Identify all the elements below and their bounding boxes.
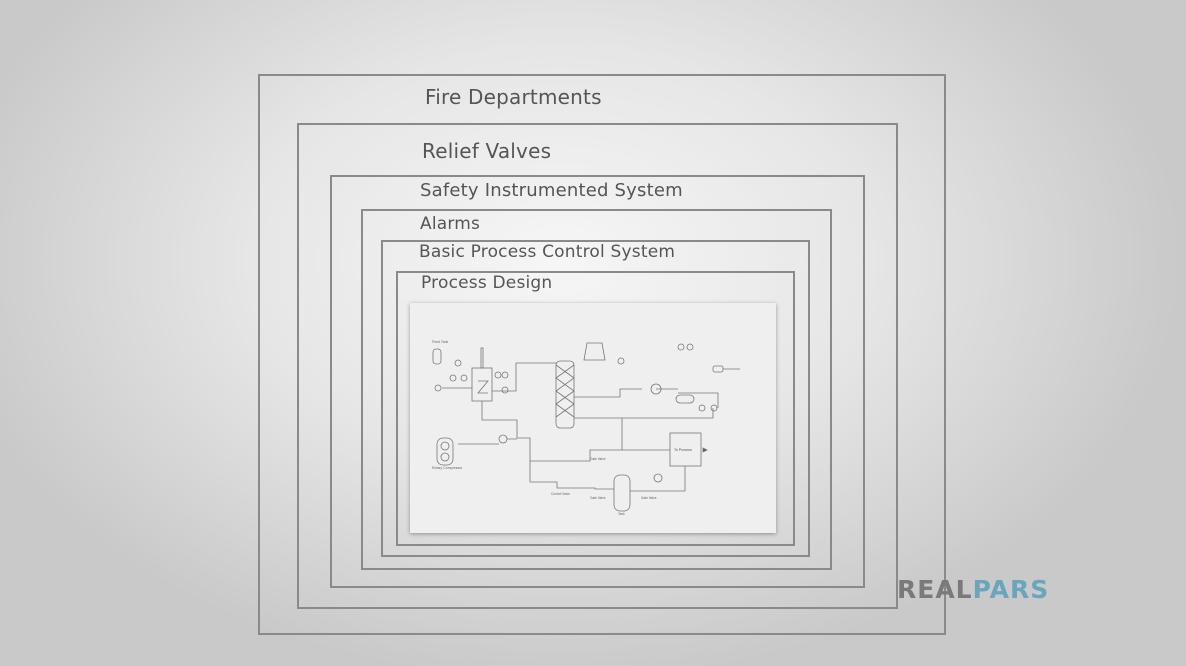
layer-process-design <box>396 271 795 546</box>
column <box>555 360 575 429</box>
layer-alarms <box>361 209 832 570</box>
tank <box>613 474 631 512</box>
to-process-label: To Process <box>674 448 692 452</box>
label-alarms: Alarms <box>420 214 481 234</box>
label-process-design: Process Design <box>421 273 553 293</box>
label-bpcs: Basic Process Control System <box>419 242 676 262</box>
realpars-logo: REALPARS <box>897 575 1049 604</box>
label-sis: Safety Instrumented System <box>420 180 683 201</box>
tank-label: Tank <box>618 512 625 516</box>
layer-bpcs <box>381 240 810 557</box>
logo-part-real: REAL <box>897 575 973 604</box>
rotary-compressor <box>436 437 454 466</box>
layer-fire-departments <box>258 74 946 635</box>
reactor <box>434 347 670 462</box>
feed-tank-label: Feed Tank <box>432 340 449 344</box>
gate-valve-3-label: Gate Valve <box>641 496 657 500</box>
label-fire-departments: Fire Departments <box>425 85 602 109</box>
logo-part-pars: PARS <box>972 575 1050 604</box>
pid-drawing: Feed Tank Rotary Compressor Gate Valve C… <box>410 303 776 533</box>
rotary-compressor-label: Rotary Compressor <box>432 466 463 470</box>
label-relief-valves: Relief Valves <box>422 139 552 163</box>
cooling-tower <box>583 342 606 361</box>
control-valve-label: Control Valve <box>551 492 570 496</box>
layer-relief-valves <box>297 123 898 609</box>
gate-valve-1-label: Gate Valve <box>590 457 606 461</box>
to-process-box <box>669 432 708 467</box>
layer-sis <box>330 175 865 588</box>
gate-valve-2-label: Gate Valve <box>590 496 606 500</box>
feed-tank <box>432 348 442 365</box>
